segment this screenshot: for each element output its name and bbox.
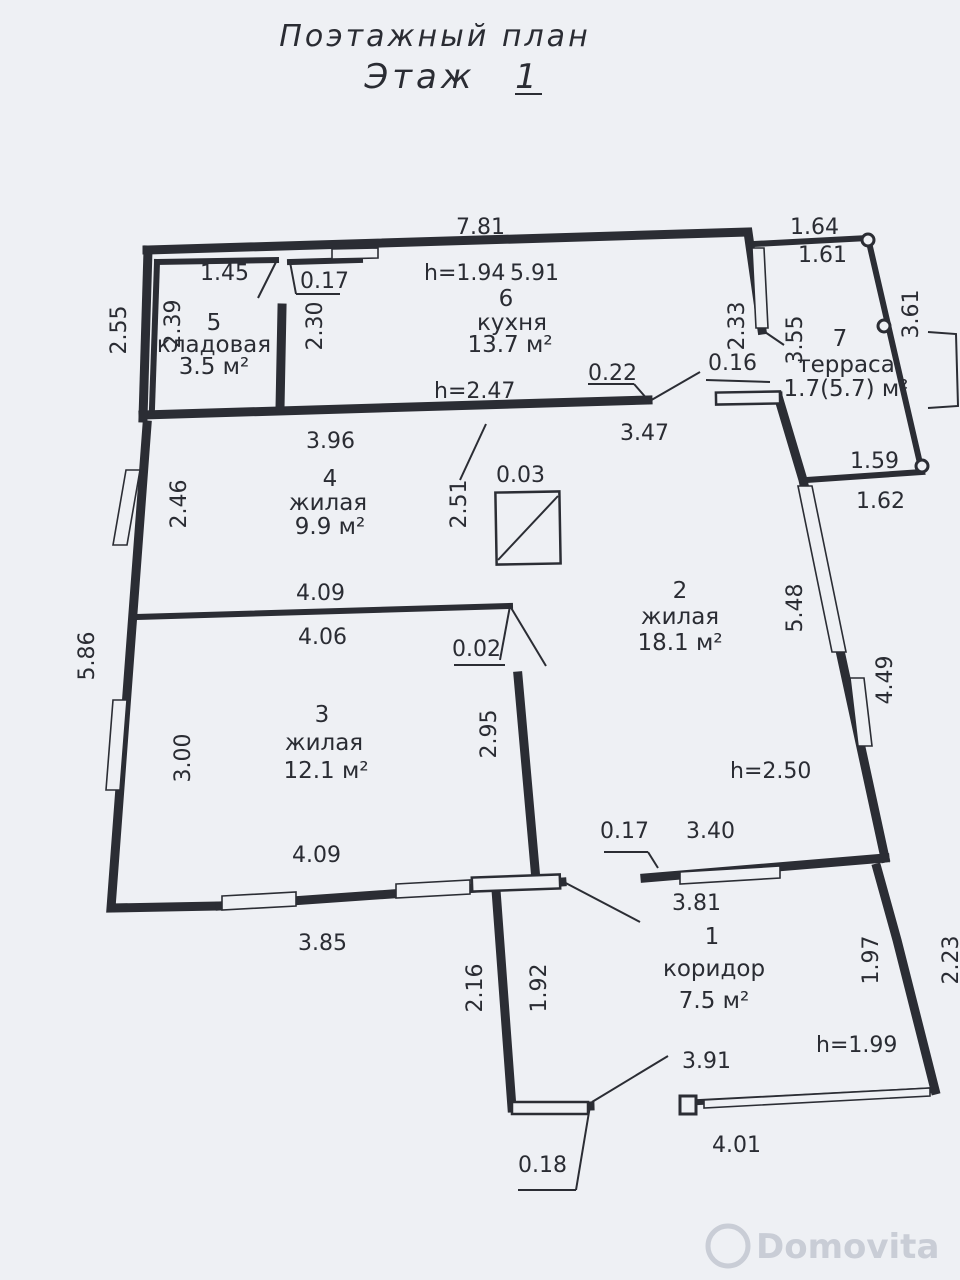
details xyxy=(257,232,960,1191)
window-room4 xyxy=(112,469,141,546)
window-room3 xyxy=(105,699,128,791)
dim-room2-340: 3.40 xyxy=(686,819,735,844)
dim-corr-192: 1.92 xyxy=(527,964,552,1013)
dim-corr-197: 1.97 xyxy=(859,936,884,985)
room2-area: 18.1 м² xyxy=(637,630,722,656)
room6-area: 13.7 м² xyxy=(467,332,552,358)
dim-room4-bottom: 4.09 xyxy=(296,581,345,606)
dim-left-255: 2.55 xyxy=(107,306,132,355)
dim-storage-239: 2.39 xyxy=(161,300,186,349)
plan-title: Поэтажный план xyxy=(279,19,590,54)
height-kitchen: h=1.94 xyxy=(424,261,505,286)
dim-terrace-162: 1.62 xyxy=(856,489,905,514)
room7-number: 7 xyxy=(833,326,848,352)
room4-number: 4 xyxy=(323,466,338,492)
height-living: h=2.50 xyxy=(730,759,811,784)
window-room2-bottom xyxy=(679,865,781,885)
dim-bottom-385: 3.85 xyxy=(298,931,347,956)
window-room2-right2 xyxy=(849,677,873,747)
floor-label: Этаж xyxy=(363,57,475,97)
room7-name: терраса xyxy=(797,352,895,378)
room-labels: 6 кухня 13.7 м² 5 кладовая 3.5 м² 7 терр… xyxy=(157,286,909,1014)
watermark: Domovita xyxy=(705,1223,939,1269)
dim-corr-391: 3.91 xyxy=(682,1049,731,1074)
window-room2-right xyxy=(797,485,847,653)
dim-terrace-top-164: 1.64 xyxy=(790,215,839,240)
room4-area: 9.9 м² xyxy=(295,514,365,540)
window-room3-bottom xyxy=(221,891,297,911)
dim-corr-018: 0.18 xyxy=(518,1153,567,1178)
dim-wall-002: 0.02 xyxy=(452,637,501,662)
room5-name: кладовая xyxy=(157,332,271,358)
dimension-labels: 7.81 5.91 1.45 0.17 2.55 2.39 2.30 2.33 … xyxy=(75,215,960,1178)
dim-wall-017-mid: 0.17 xyxy=(600,819,649,844)
dim-wall-016: 0.16 xyxy=(708,351,757,376)
dim-corr-223: 2.23 xyxy=(939,936,960,985)
dim-wall-017-top: 0.17 xyxy=(300,269,349,294)
window-room3-bottom2 xyxy=(395,879,471,899)
dim-top-total: 7.81 xyxy=(456,215,505,240)
dim-corr-401: 4.01 xyxy=(712,1133,761,1158)
dim-corr-216: 2.16 xyxy=(463,964,488,1013)
watermark-logo-icon xyxy=(705,1223,751,1269)
dim-terrace-159: 1.59 xyxy=(850,449,899,474)
dim-room4-251: 2.51 xyxy=(447,480,472,529)
dim-kitchen-top: 5.91 xyxy=(510,261,559,286)
dim-terrace-top-161: 1.61 xyxy=(798,243,847,268)
dim-room4-top: 3.96 xyxy=(306,429,355,454)
dim-storage-top: 1.45 xyxy=(200,261,249,286)
dim-room3-bottom: 4.09 xyxy=(292,843,341,868)
room4-name: жилая xyxy=(289,490,367,516)
window-corridor xyxy=(703,1087,931,1109)
height-mid: h=2.47 xyxy=(434,379,515,404)
dim-kitchen-233: 2.33 xyxy=(725,302,750,351)
room1-name: коридор xyxy=(663,956,765,982)
dim-terrace-361: 3.61 xyxy=(899,290,924,339)
dim-room2-548: 5.48 xyxy=(783,584,808,633)
dim-chimney-003: 0.03 xyxy=(496,463,545,488)
floor-number: 1 xyxy=(515,57,541,97)
room6-name: кухня xyxy=(477,310,547,336)
height-labels: h=1.94 h=2.47 h=2.50 h=1.99 xyxy=(424,261,897,1058)
dim-wall-022: 0.22 xyxy=(588,361,637,386)
window-kitchen-right xyxy=(751,247,769,329)
room5-number: 5 xyxy=(207,310,222,336)
dim-room3-300: 3.00 xyxy=(171,734,196,783)
room7-area: 1.7(5.7) м² xyxy=(784,376,909,402)
room6-number: 6 xyxy=(499,286,514,312)
dim-room3-295: 2.95 xyxy=(477,710,502,759)
room3-name: жилая xyxy=(285,730,363,756)
room1-area: 7.5 м² xyxy=(679,988,749,1014)
room2-name: жилая xyxy=(641,604,719,630)
watermark-text: Domovita xyxy=(756,1227,939,1267)
dim-corr-381: 3.81 xyxy=(672,891,721,916)
dim-room3-top: 4.06 xyxy=(298,625,347,650)
dim-storage-230: 2.30 xyxy=(303,302,328,351)
dim-kitchen-347: 3.47 xyxy=(620,421,669,446)
dim-room4-246: 2.46 xyxy=(167,480,192,529)
dim-terrace-355: 3.55 xyxy=(783,316,808,365)
dim-left-586: 5.86 xyxy=(75,632,100,681)
windows xyxy=(105,247,931,1109)
height-corridor: h=1.99 xyxy=(816,1033,897,1058)
room3-area: 12.1 м² xyxy=(283,758,368,784)
room1-number: 1 xyxy=(705,924,720,950)
room5-area: 3.5 м² xyxy=(179,354,249,380)
window-kitchen xyxy=(331,247,379,260)
dim-room2-449: 4.49 xyxy=(873,656,898,705)
room3-number: 3 xyxy=(315,702,330,728)
room2-number: 2 xyxy=(673,578,688,604)
